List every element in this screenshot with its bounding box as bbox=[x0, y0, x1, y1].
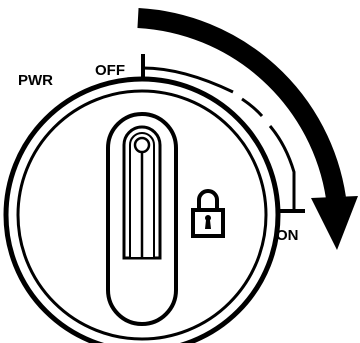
clockwise-arrow-icon bbox=[137, 8, 358, 250]
position-scale bbox=[142, 66, 296, 211]
on-label: ON bbox=[276, 227, 299, 244]
off-label: OFF bbox=[95, 62, 125, 79]
power-label: PWR bbox=[18, 72, 53, 89]
knob-handle[interactable] bbox=[106, 112, 178, 326]
padlock-icon bbox=[191, 189, 225, 238]
power-knob[interactable] bbox=[3, 76, 281, 343]
